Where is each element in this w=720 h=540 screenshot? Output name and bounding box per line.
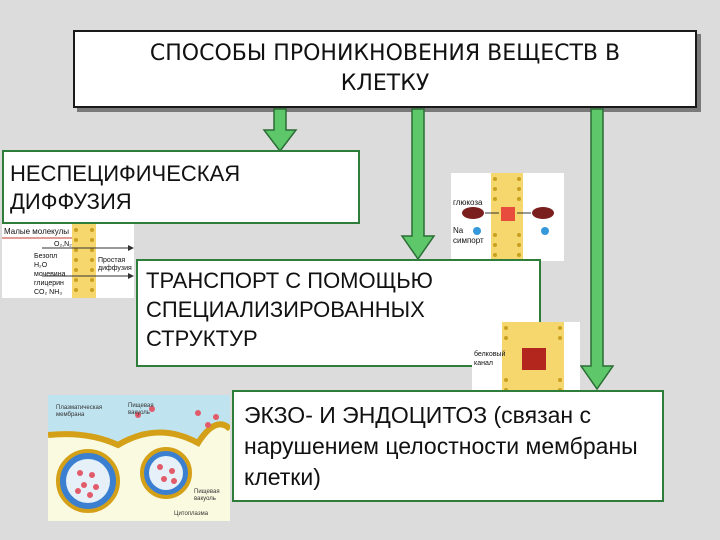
diffusion-fig-glycerol: глицерин bbox=[34, 280, 64, 287]
channel-fig-protein-1: белковый bbox=[474, 350, 505, 358]
diffusion-label: НЕСПЕЦИФИЧЕСКАЯ ДИФФУЗИЯ bbox=[10, 161, 241, 214]
transport-label: ТРАНСПОРТ С ПОМОЩЬЮ СПЕЦИАЛИЗИРОВАННЫХ С… bbox=[146, 268, 433, 351]
diffusion-fig-gases: O₂,N₂ bbox=[54, 241, 72, 248]
diffusion-fig-water: H₂O bbox=[34, 262, 48, 269]
title-box: СПОСОБЫ ПРОНИКНОВЕНИЯ ВЕЩЕСТВ В КЛЕТКУ bbox=[73, 30, 697, 108]
exo-fig-label-top-right-1: Пищевая bbox=[128, 403, 154, 409]
arrow-to-transport bbox=[400, 108, 436, 260]
exo-fig-label-top-left-1: Плазматическая bbox=[56, 405, 102, 411]
exo-fig-label-top-right-2: вакуоль bbox=[128, 410, 150, 416]
diffusion-fig-small-molecules: Малые молекулы bbox=[4, 227, 69, 236]
endocytosis-label: ЭКЗО- И ЭНДОЦИТОЗ (связан с нарушением ц… bbox=[244, 402, 638, 490]
page-title: СПОСОБЫ ПРОНИКНОВЕНИЯ ВЕЩЕСТВ В КЛЕТКУ bbox=[149, 41, 621, 96]
diffusion-box: НЕСПЕЦИФИЧЕСКАЯ ДИФФУЗИЯ bbox=[2, 150, 360, 224]
diffusion-fig-urea: мочевина bbox=[34, 271, 66, 278]
diffusion-fig-co2: CO₂ NH₃ bbox=[34, 289, 62, 296]
exo-fig-label-bottom-right-2: вакуоль bbox=[194, 496, 216, 502]
arrow-to-diffusion bbox=[262, 108, 298, 152]
channel-figure: белковый канал bbox=[472, 322, 580, 396]
diffusion-fig-simple-1: Простая bbox=[98, 257, 125, 264]
exo-fig-label-top-left-2: мембрана bbox=[56, 412, 85, 418]
diffusion-fig-nonpolar: Безопл bbox=[34, 253, 57, 260]
diffusion-figure: Малые молекулы O₂,N₂ Безопл H₂O мочевина… bbox=[2, 224, 134, 298]
exocytosis-figure: Плазматическая мембрана Пищевая вакуоль … bbox=[48, 395, 230, 521]
diffusion-fig-simple-2: диффузия bbox=[98, 265, 132, 272]
exo-fig-label-bottom: Цитоплазма bbox=[174, 511, 209, 517]
symport-fig-glucose: глюкоза bbox=[453, 198, 483, 207]
symport-fig-symport: симпорт bbox=[453, 236, 484, 245]
channel-fig-protein-2: канал bbox=[474, 360, 493, 367]
arrow-to-endocytosis bbox=[579, 108, 615, 390]
symport-fig-na: Na bbox=[453, 226, 464, 235]
exo-fig-label-bottom-right-1: Пищевая bbox=[194, 489, 220, 495]
endocytosis-box: ЭКЗО- И ЭНДОЦИТОЗ (связан с нарушением ц… bbox=[232, 390, 664, 502]
symport-figure: глюкоза Na симпорт bbox=[451, 173, 564, 261]
